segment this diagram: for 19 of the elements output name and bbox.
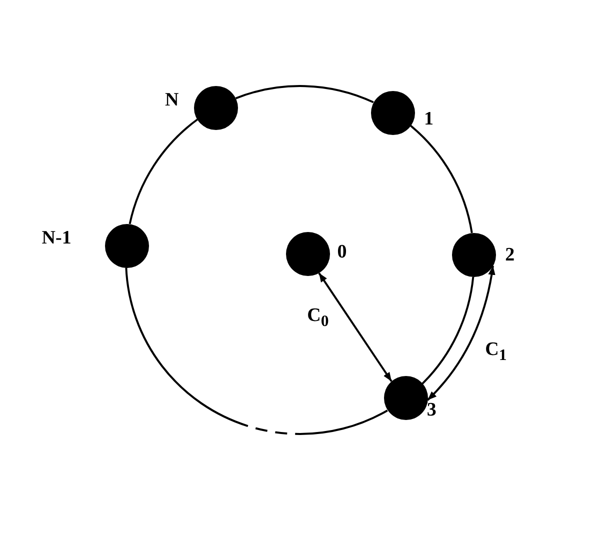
node-label: N <box>165 90 179 110</box>
node-circle <box>384 376 428 420</box>
double-arrow <box>426 266 496 401</box>
ring-line <box>422 276 474 384</box>
ring-line <box>236 85 374 104</box>
node-label: N-1 <box>42 228 72 248</box>
node-circle <box>286 232 330 276</box>
ring-line <box>410 124 473 234</box>
ring-line <box>125 268 388 435</box>
ring-line <box>128 118 198 224</box>
node-label: 1 <box>424 109 434 128</box>
node-label: 2 <box>505 245 515 264</box>
node-label: 3 <box>426 400 436 420</box>
node-circle <box>104 224 149 268</box>
node-label: 0 <box>337 242 347 262</box>
node-circle <box>370 90 415 135</box>
node-circle <box>452 232 496 277</box>
double-arrow <box>318 272 392 382</box>
node-circle <box>194 86 238 130</box>
